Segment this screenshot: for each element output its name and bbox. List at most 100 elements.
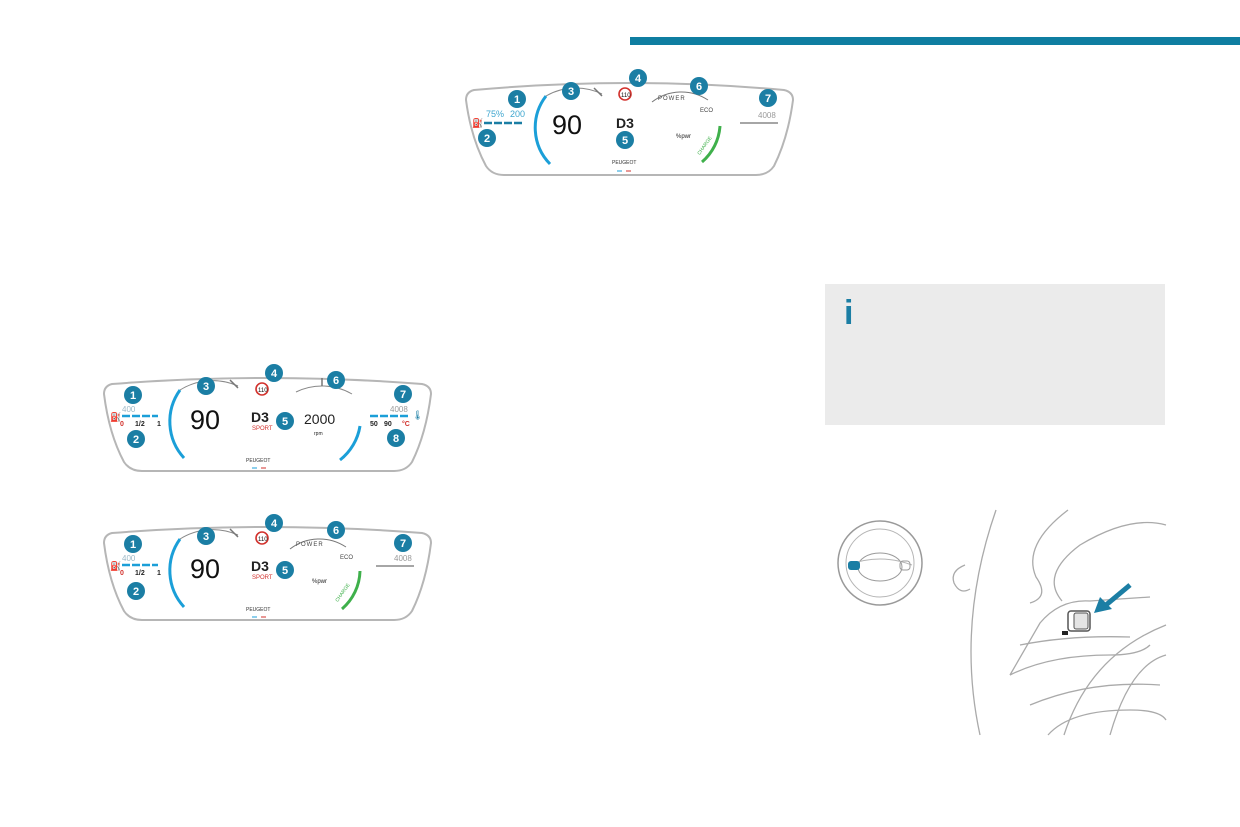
svg-text:8: 8	[393, 433, 399, 445]
callout-marker-1: 1	[124, 535, 142, 553]
section-header-bar	[630, 37, 1240, 45]
gear-indicator: D3	[251, 409, 269, 425]
callout-marker-4: 4	[265, 514, 283, 532]
callout-marker-3: 3	[197, 527, 215, 545]
callout-marker-8: 8	[387, 429, 405, 447]
information-note-box: i	[825, 284, 1165, 425]
callout-marker-2: 2	[127, 430, 145, 448]
hybrid-instrument-cluster-bottom: ⛽ 400 0 1/2 1 90 110 D3 SPORT POWER ECO …	[102, 514, 433, 621]
gear-indicator: D3	[251, 558, 269, 574]
rpm-unit: rpm	[314, 431, 323, 437]
power-label: POWER	[296, 542, 324, 548]
svg-text:7: 7	[765, 93, 771, 105]
speed-arc	[168, 389, 186, 460]
power-unit: %pwr	[676, 134, 691, 140]
svg-text:6: 6	[333, 525, 339, 537]
speed-limit-value: 110	[621, 93, 631, 99]
temp-unit: °C	[402, 420, 410, 428]
drive-mode-label: SPORT	[252, 426, 273, 432]
svg-text:5: 5	[622, 135, 628, 147]
svg-text:1: 1	[130, 390, 136, 402]
gear-indicator: D3	[616, 115, 634, 131]
fuel-tick-empty: 0	[120, 421, 124, 428]
brand-label: PEUGEOT	[246, 607, 270, 613]
fuel-pump-icon: ⛽	[110, 560, 121, 571]
svg-text:4: 4	[271, 518, 278, 530]
speed-readout: 90	[552, 110, 582, 140]
fuel-tick-half: 1/2	[135, 421, 145, 428]
brand-label: PEUGEOT	[612, 160, 636, 166]
odometer: 4008	[758, 111, 776, 120]
eco-label: ECO	[340, 555, 353, 561]
steering-wheel-overview	[837, 520, 923, 606]
callout-marker-4: 4	[629, 69, 647, 87]
svg-text:3: 3	[203, 381, 209, 393]
hybrid-instrument-cluster-top: ⛽ 75% 200 90 110 D3 POWER ECO CHARGE %pw…	[464, 69, 795, 176]
svg-text:7: 7	[400, 389, 406, 401]
callout-marker-3: 3	[197, 377, 215, 395]
pointer-arrow-icon	[1104, 583, 1132, 607]
speed-arc	[168, 538, 186, 609]
fuel-tick-half: 1/2	[135, 570, 145, 577]
rpm-arc	[339, 425, 362, 462]
svg-text:6: 6	[696, 81, 702, 93]
power-label: POWER	[658, 96, 686, 102]
callout-marker-5: 5	[616, 131, 634, 149]
svg-text:3: 3	[203, 531, 209, 543]
speed-limit-sign	[618, 87, 632, 101]
steering-wheel-illustration	[837, 509, 1167, 736]
fuel-tick-full: 1	[157, 421, 161, 428]
svg-text:4: 4	[271, 368, 278, 380]
info-icon: i	[844, 294, 854, 332]
callout-marker-1: 1	[508, 90, 526, 108]
speed-readout: 90	[190, 405, 220, 435]
callout-marker-5: 5	[276, 412, 294, 430]
speed-limit-value: 110	[258, 388, 268, 394]
battery-plug-icon: ⛽	[472, 117, 483, 128]
brand-label: PEUGEOT	[246, 458, 270, 464]
callout-marker-6: 6	[327, 371, 345, 389]
speed-limit-sign	[255, 382, 269, 396]
callout-marker-7: 7	[394, 534, 412, 552]
rpm-arc-outline	[295, 385, 353, 395]
svg-text:5: 5	[282, 416, 288, 428]
speed-limit-value: 110	[258, 537, 268, 543]
callout-marker-6: 6	[327, 521, 345, 539]
svg-text:1: 1	[514, 94, 520, 106]
speed-limit-sign	[255, 531, 269, 545]
petrol-instrument-cluster: ⛽ 400 0 1/2 1 90 110 D3 SPORT 2000 rpm 4…	[102, 364, 433, 472]
odometer: 4008	[390, 405, 408, 414]
power-gauge-arc	[651, 91, 709, 103]
speed-readout: 90	[190, 554, 220, 584]
fuel-tick-full: 1	[157, 570, 161, 577]
range-value: 400	[122, 554, 136, 563]
callout-marker-7: 7	[759, 89, 777, 107]
callout-marker-6: 6	[690, 77, 708, 95]
callout-marker-5: 5	[276, 561, 294, 579]
power-gauge-arc	[289, 538, 347, 550]
range-value: 400	[122, 405, 136, 414]
callout-marker-3: 3	[562, 82, 580, 100]
svg-text:7: 7	[400, 538, 406, 550]
charge-gauge-arc	[340, 570, 362, 611]
highlighted-control-area	[848, 561, 860, 570]
temp-tick-mid: 90	[384, 421, 392, 428]
rpm-readout: 2000	[304, 411, 335, 427]
callout-marker-2: 2	[127, 582, 145, 600]
callout-marker-7: 7	[394, 385, 412, 403]
steering-wheel-closeup	[952, 509, 1167, 736]
odometer: 4008	[394, 554, 412, 563]
svg-text:1: 1	[130, 539, 136, 551]
drive-mode-label: SPORT	[252, 575, 273, 581]
charge-percent: 75%	[486, 109, 504, 119]
fuel-pump-icon: ⛽	[110, 411, 121, 422]
callout-marker-1: 1	[124, 386, 142, 404]
svg-text:2: 2	[133, 434, 139, 446]
svg-text:6: 6	[333, 375, 339, 387]
pointer-arrow-head	[1094, 597, 1112, 613]
button-symbol	[1062, 631, 1068, 635]
svg-text:2: 2	[484, 133, 490, 145]
callout-marker-4: 4	[265, 364, 283, 382]
power-unit: %pwr	[312, 579, 327, 585]
range-value: 200	[510, 109, 525, 119]
